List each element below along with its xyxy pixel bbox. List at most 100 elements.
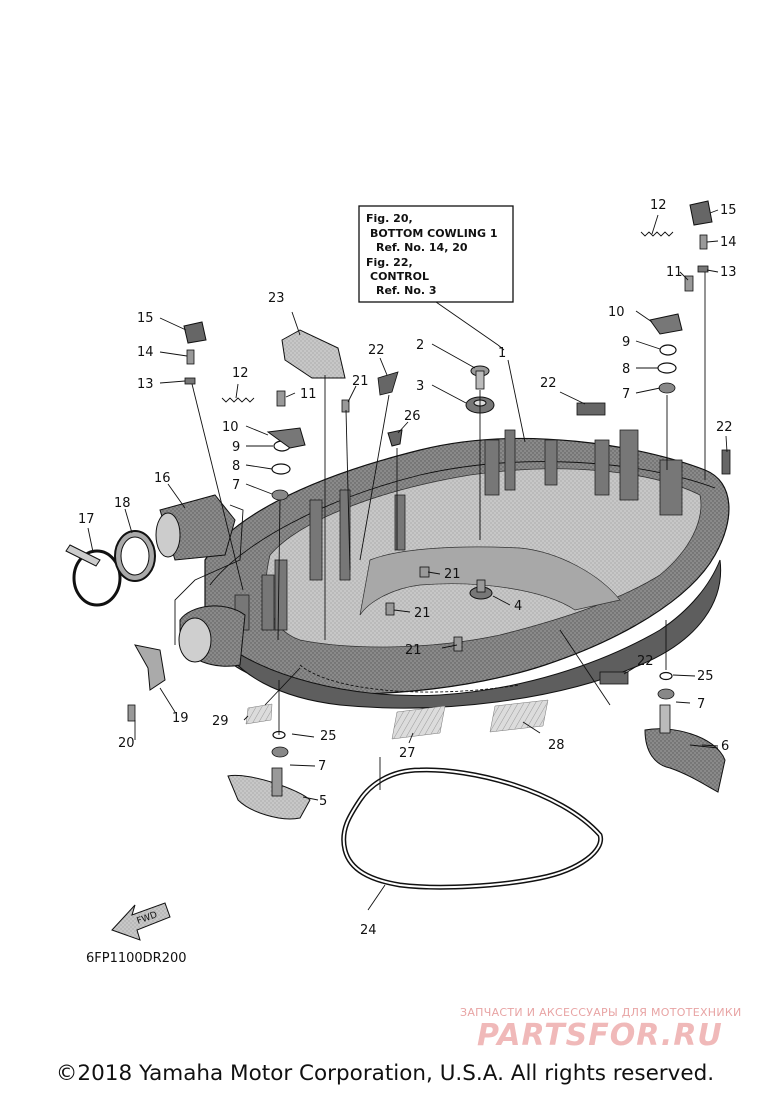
part-bracket-19	[134, 644, 166, 691]
part-bracket-6	[644, 704, 726, 793]
watermark-line2: PARTSFOR.RU	[477, 1018, 723, 1053]
ref-line-5: CONTROL	[370, 270, 429, 283]
part-screw-21d	[453, 636, 463, 652]
ref-line-4: Fig. 22,	[366, 256, 413, 269]
callout-21d: 21	[405, 643, 422, 658]
callout-5: 5	[319, 794, 327, 809]
part-washer-8a	[271, 463, 291, 475]
callout-11a: 11	[300, 387, 317, 402]
part-cap-15b	[689, 200, 713, 226]
callout-11b: 11	[666, 265, 683, 280]
part-washer-8b	[657, 362, 677, 374]
callout-25b: 25	[697, 669, 714, 684]
callout-22d: 22	[637, 654, 654, 669]
callout-8a: 8	[232, 459, 240, 474]
callout-21c: 21	[414, 606, 431, 621]
callout-27: 27	[399, 746, 416, 761]
callout-13b: 13	[720, 265, 737, 280]
part-clip-22a	[377, 371, 399, 396]
callout-21b: 21	[444, 567, 461, 582]
callout-7c: 7	[697, 697, 705, 712]
callout-18: 18	[114, 496, 131, 511]
callout-14a: 14	[137, 345, 154, 360]
callout-9b: 9	[622, 335, 630, 350]
callout-20: 20	[118, 736, 135, 751]
part-spring-12b	[640, 231, 674, 237]
bottom-cowling-shell	[178, 429, 730, 709]
callout-1: 1	[498, 346, 506, 361]
part-screw-20	[127, 704, 136, 722]
part-bolt-11a	[276, 390, 286, 407]
callout-26: 26	[404, 409, 421, 424]
callout-12a: 12	[232, 366, 249, 381]
callout-15a: 15	[137, 311, 154, 326]
callout-7b: 7	[622, 387, 630, 402]
callout-13a: 13	[137, 377, 154, 392]
part-lever-10a	[266, 427, 306, 449]
part-bolt-14a	[186, 349, 195, 365]
leader-lines	[87, 209, 728, 911]
callout-numbers: 1 2 3 4 5 6 7 7 7 7 8 8 9 9 10 10 11 11 …	[78, 198, 737, 938]
callout-8b: 8	[622, 362, 630, 377]
callout-15b: 15	[720, 203, 737, 218]
ref-line-2: BOTTOM COWLING 1	[370, 227, 498, 240]
callout-14b: 14	[720, 235, 737, 250]
callout-16: 16	[154, 471, 171, 486]
ref-line-1: Fig. 20,	[366, 212, 413, 225]
callout-22a: 22	[368, 343, 385, 358]
part-bushing-7b	[658, 382, 676, 394]
watermark-line1: ЗАПЧАСТИ И АКСЕССУАРЫ ДЛЯ МОТОТЕХНИКИ	[460, 1006, 742, 1019]
callout-10a: 10	[222, 420, 239, 435]
part-clip-22d	[599, 671, 629, 685]
part-oring-9b	[659, 344, 677, 356]
part-boot-16	[155, 494, 236, 561]
part-clip-22b	[576, 402, 606, 416]
watermark: ЗАПЧАСТИ И АКСЕССУАРЫ ДЛЯ МОТОТЕХНИКИ PA…	[460, 1006, 742, 1053]
part-screw-26	[387, 429, 403, 447]
part-bushing-7a	[271, 489, 289, 501]
callout-22c: 22	[716, 420, 733, 435]
fwd-arrow: FWD	[111, 902, 171, 941]
part-bracket-23	[281, 329, 346, 379]
callout-28: 28	[548, 738, 565, 753]
part-spring-12a	[221, 397, 255, 403]
callout-19: 19	[172, 711, 189, 726]
copyright-notice: ©2018 Yamaha Motor Corporation, U.S.A. A…	[55, 1061, 715, 1086]
part-bolt-14b	[699, 234, 708, 250]
part-label-27	[391, 705, 446, 740]
part-clip-13b	[697, 265, 709, 273]
callout-23: 23	[268, 291, 285, 306]
part-ring-clamp-18	[114, 530, 156, 582]
part-label-28	[489, 699, 549, 733]
part-bolt-11b	[684, 275, 694, 292]
callout-2: 2	[416, 338, 424, 353]
callout-25a: 25	[320, 729, 337, 744]
gasket-ring	[341, 767, 604, 890]
callout-12b: 12	[650, 198, 667, 213]
callout-3: 3	[416, 379, 424, 394]
part-screw-21a	[341, 399, 350, 413]
callout-29: 29	[212, 714, 229, 729]
part-bushing-7c	[657, 688, 675, 700]
callout-10b: 10	[608, 305, 625, 320]
ref-line-6: Ref. No. 3	[376, 284, 437, 297]
part-label-29	[245, 703, 273, 725]
callout-21a: 21	[352, 374, 369, 389]
callout-17: 17	[78, 512, 95, 527]
part-clip-13a	[184, 377, 196, 385]
callout-7d: 7	[318, 759, 326, 774]
part-ring-25b	[659, 671, 673, 681]
callout-7a: 7	[232, 478, 240, 493]
part-screw-21b	[419, 566, 430, 578]
part-bracket-5	[227, 767, 311, 820]
callout-24: 24	[360, 923, 377, 938]
part-grommet-4	[469, 579, 493, 600]
callout-6: 6	[721, 739, 729, 754]
part-screw-21c	[385, 602, 395, 616]
diagram-code: 6FP1100DR200	[86, 951, 187, 966]
part-screw-2	[470, 365, 490, 390]
callout-4: 4	[514, 599, 522, 614]
part-clip-22c	[721, 449, 731, 475]
part-lever-10b	[649, 313, 683, 335]
